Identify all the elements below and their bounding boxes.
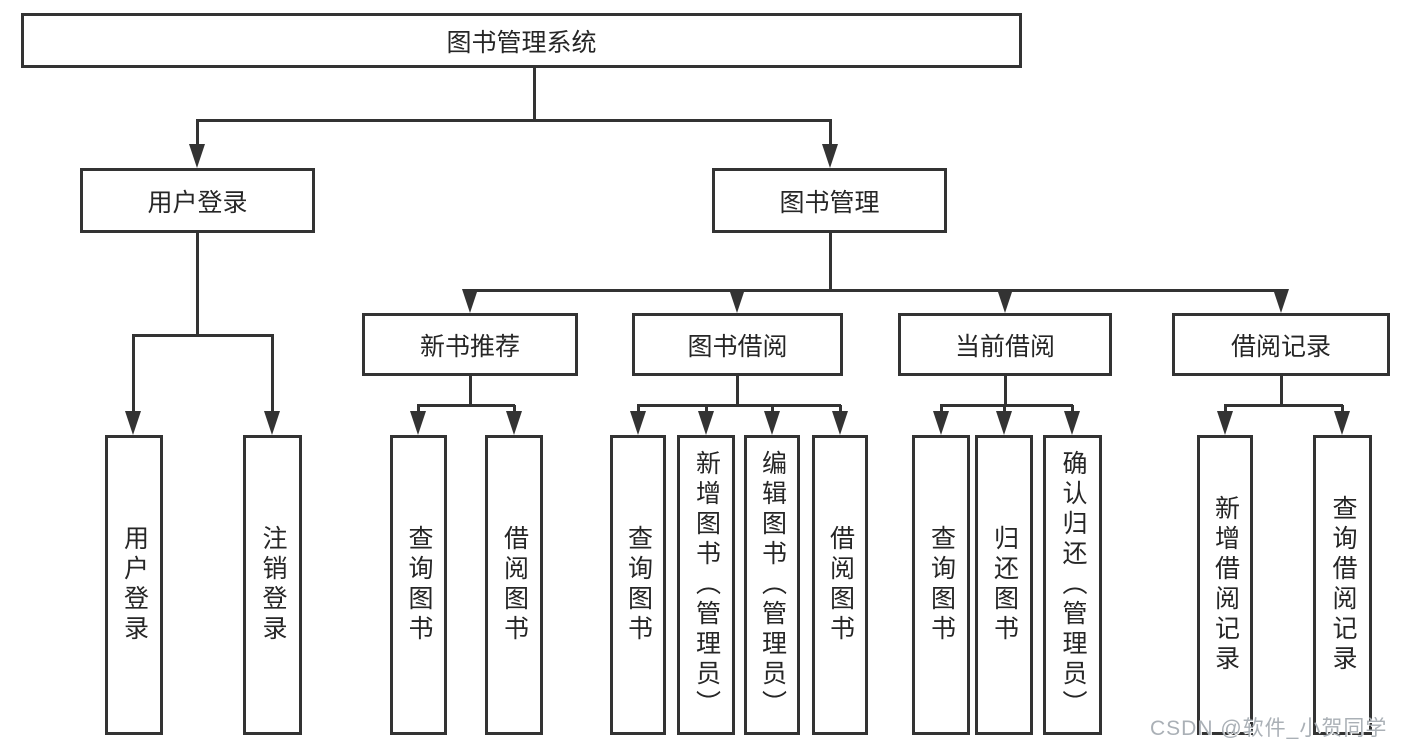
node-label: 用户登录 — [120, 525, 149, 645]
connector-line — [132, 333, 274, 337]
leaf-user-login: 用户登录 — [105, 435, 163, 735]
connector-line — [131, 335, 135, 423]
csdn-watermark: CSDN @软件_小贺同学 — [1150, 717, 1388, 740]
arrow-down-icon — [125, 411, 141, 435]
connector-line — [828, 120, 832, 156]
leaf-logout: 注销登录 — [243, 435, 302, 735]
connector-line — [532, 68, 536, 120]
leaf-borrow-books: 借阅图书 — [812, 435, 868, 735]
node-label: 确认归还（管理员） — [1059, 450, 1087, 720]
arrow-down-icon — [462, 289, 478, 313]
node-library-management-system: 图书管理系统 — [21, 13, 1022, 68]
leaf-edit-books-admin: 编辑图书（管理员） — [744, 435, 800, 735]
arrow-down-icon — [1064, 411, 1080, 435]
node-label: 编辑图书（管理员） — [758, 450, 787, 720]
node-label: 图书借阅 — [687, 332, 788, 361]
arrow-down-icon — [996, 411, 1012, 435]
node-label: 查询图书 — [405, 525, 433, 645]
connector-line — [1003, 374, 1007, 405]
arrow-down-icon — [630, 411, 646, 435]
node-label: 查询借阅记录 — [1329, 495, 1357, 675]
arrow-down-icon — [506, 411, 522, 435]
node-current-borrowing: 当前借阅 — [898, 313, 1112, 376]
leaf-confirm-return-admin: 确认归还（管理员） — [1043, 435, 1102, 735]
leaf-add-borrow-record: 新增借阅记录 — [1197, 435, 1253, 735]
node-label: 借阅记录 — [1230, 332, 1331, 361]
node-label: 注销登录 — [259, 525, 287, 645]
arrow-down-icon — [189, 144, 205, 168]
leaf-query-borrow-record: 查询借阅记录 — [1313, 435, 1372, 735]
node-new-book-recommend: 新书推荐 — [362, 313, 578, 376]
connector-line — [195, 120, 199, 156]
connector-line — [196, 118, 832, 122]
arrow-down-icon — [1334, 411, 1350, 435]
arrow-down-icon — [764, 411, 780, 435]
arrow-down-icon — [933, 411, 949, 435]
node-label: 归还图书 — [990, 525, 1019, 645]
arrow-down-icon — [997, 289, 1013, 313]
arrow-down-icon — [1273, 289, 1289, 313]
arrow-down-icon — [832, 411, 848, 435]
node-label: 查询图书 — [624, 525, 653, 645]
arrow-down-icon — [410, 411, 426, 435]
connector-line — [195, 231, 199, 335]
arrow-down-icon — [822, 144, 838, 168]
node-label: 查询图书 — [927, 525, 956, 645]
arrow-down-icon — [698, 411, 714, 435]
leaf-query-books-borrowing: 查询图书 — [610, 435, 666, 735]
node-book-borrowing: 图书借阅 — [632, 313, 843, 376]
node-label: 借阅图书 — [500, 525, 529, 645]
connector-line — [940, 403, 1073, 407]
node-label: 图书管理 — [779, 188, 880, 217]
leaf-return-books: 归还图书 — [975, 435, 1033, 735]
connector-line — [1279, 374, 1283, 405]
node-label: 新增图书（管理员） — [692, 450, 721, 720]
node-borrowing-records: 借阅记录 — [1172, 313, 1390, 376]
node-book-management-branch: 图书管理 — [712, 168, 947, 233]
connector-line — [270, 335, 274, 423]
node-user-login-branch: 用户登录 — [80, 168, 315, 233]
node-label: 新书推荐 — [419, 332, 520, 361]
leaf-borrow-books-recommend: 借阅图书 — [485, 435, 543, 735]
connector-line — [735, 374, 739, 405]
node-label: 当前借阅 — [954, 332, 1055, 361]
connector-line — [637, 403, 841, 407]
node-label: 图书管理系统 — [446, 28, 597, 57]
connector-line — [468, 374, 472, 405]
arrow-down-icon — [1217, 411, 1233, 435]
connector-line — [1224, 403, 1343, 407]
connector-line — [469, 288, 1282, 292]
node-label: 借阅图书 — [826, 525, 855, 645]
arrow-down-icon — [264, 411, 280, 435]
leaf-add-books-admin: 新增图书（管理员） — [677, 435, 735, 735]
connector-line — [417, 403, 515, 407]
leaf-query-books-recommend: 查询图书 — [390, 435, 447, 735]
connector-line — [828, 231, 832, 290]
leaf-query-books-current: 查询图书 — [912, 435, 970, 735]
node-label: 新增借阅记录 — [1211, 495, 1240, 675]
arrow-down-icon — [729, 289, 745, 313]
node-label: 用户登录 — [147, 188, 248, 217]
